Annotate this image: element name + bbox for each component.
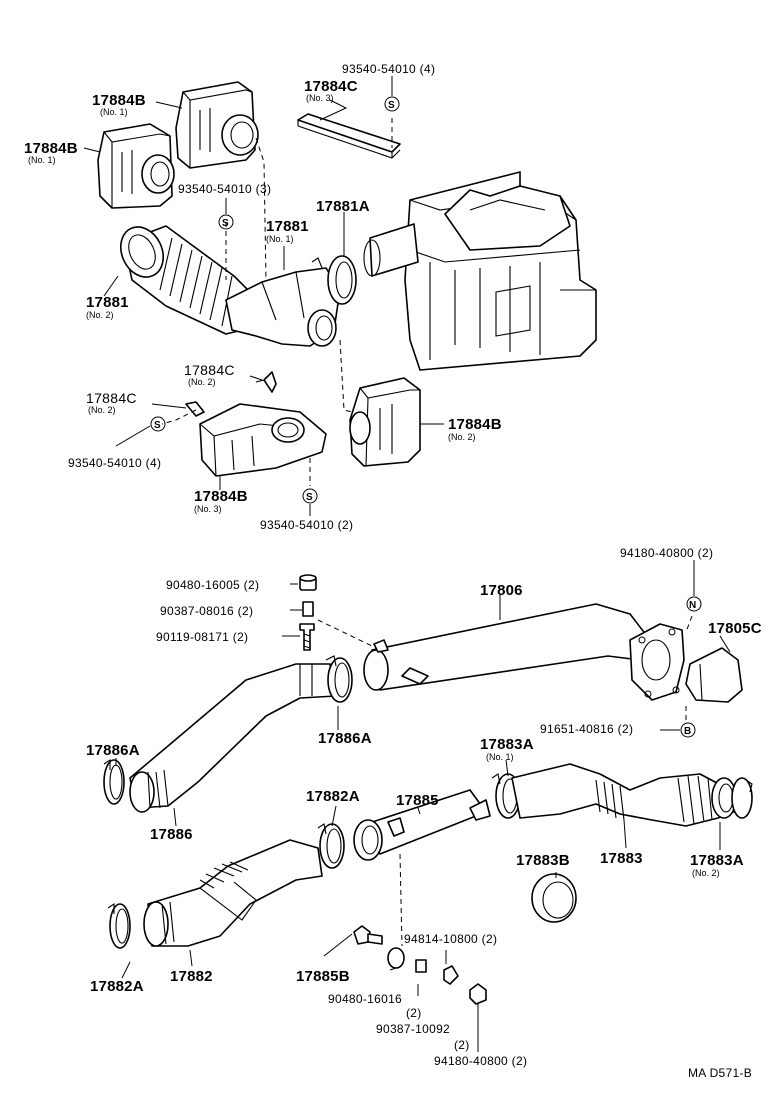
bracket-17884C-no2-lower	[185, 401, 205, 417]
clamp-17882A-bottom	[107, 902, 131, 949]
flange	[629, 623, 685, 701]
label-17881-no1: 17881	[266, 218, 309, 235]
label-17884B-no3-sub: (No. 3)	[194, 504, 222, 514]
label-17805C: 17805C	[708, 620, 762, 637]
strip-17884C-no3	[297, 113, 401, 159]
label-17882A-top: 17882A	[306, 788, 360, 805]
hardware-94814	[443, 965, 459, 985]
insulator-17884B-no1-left	[97, 123, 175, 209]
label-17883: 17883	[600, 850, 643, 867]
label-17806: 17806	[480, 582, 523, 599]
hardware-94180-bottom	[469, 983, 487, 1005]
label-17884B-no1-top: 17884B	[92, 92, 146, 109]
clamp-17882A-top	[317, 823, 345, 869]
hardware-90387-08016	[302, 601, 314, 617]
label-17883A-no1: 17883A	[480, 736, 534, 753]
air-cleaner	[363, 171, 597, 371]
screw-s-icon: S	[306, 492, 313, 503]
screw-s-icon: S	[222, 218, 229, 229]
clamp-17886A-mid	[325, 655, 353, 703]
label-93540-54010-4-left: 93540-54010 (4)	[68, 456, 162, 470]
label-17881-no1-sub: (No. 1)	[266, 234, 294, 244]
label-17884C-no2-b-sub: (No. 2)	[88, 405, 116, 415]
clamp-17886A-left	[103, 758, 125, 805]
clamp-17883A-no2	[731, 777, 753, 819]
label-90480-16016: 90480-16016	[328, 992, 403, 1006]
clamp-17881A	[311, 255, 357, 305]
label-17884C-no3: 17884C	[304, 78, 358, 95]
label-17884B-no2: 17884B	[448, 416, 502, 433]
label-17886A-left: 17886A	[86, 742, 140, 759]
hose-17882	[143, 839, 323, 947]
cap-17805C	[685, 647, 743, 703]
label-17885B: 17885B	[296, 968, 350, 985]
hardware-90387-10092	[415, 959, 427, 973]
label-17881A: 17881A	[316, 198, 370, 215]
label-17881-no2: 17881	[86, 294, 129, 311]
label-17884B-no1-left-sub: (No. 1)	[28, 155, 56, 165]
screw-s-icon: S	[154, 420, 161, 431]
label-93540-54010-4-top: 93540-54010 (4)	[342, 62, 436, 76]
symbol-group-bottom: N B	[680, 596, 702, 738]
label-17886A-mid: 17886A	[318, 730, 372, 747]
nut-n-icon: N	[689, 600, 696, 611]
insulator-17884B-no3	[199, 403, 327, 477]
label-17885: 17885	[396, 792, 439, 809]
hardware-90119-08171	[299, 623, 315, 651]
hardware-90480-16016	[387, 947, 405, 969]
label-91651-40816: 91651-40816 (2)	[540, 722, 634, 736]
label-90387-10092-qty: (2)	[454, 1038, 470, 1052]
hose-17883	[511, 763, 739, 827]
label-17884C-no2-a-sub: (No. 2)	[188, 377, 216, 387]
label-94180-40800-bottom: 94180-40800 (2)	[434, 1054, 528, 1068]
elbow-17881-no1	[225, 267, 341, 347]
pipe-17885	[353, 789, 491, 861]
label-90480-16016-qty: (2)	[406, 1006, 422, 1020]
label-90119-08171: 90119-08171 (2)	[156, 630, 249, 644]
bracket-17884C-no2-upper	[255, 371, 277, 393]
bolt-17885B	[353, 925, 383, 945]
label-17881-no2-sub: (No. 2)	[86, 310, 114, 320]
pipe-17806	[363, 603, 651, 691]
label-17884C-no3-sub: (No. 3)	[306, 93, 334, 103]
label-17884B-no2-sub: (No. 2)	[448, 432, 476, 442]
label-90387-10092: 90387-10092	[376, 1022, 451, 1036]
label-17882A-bottom: 17882A	[90, 978, 144, 995]
label-17886: 17886	[150, 826, 193, 843]
label-93540-54010-3: 93540-54010 (3)	[178, 182, 272, 196]
label-90480-16005: 90480-16005 (2)	[166, 578, 260, 592]
screw-symbol-group-top: S S S S	[150, 96, 400, 504]
label-94180-40800-top: 94180-40800 (2)	[620, 546, 714, 560]
screw-s-icon: S	[388, 100, 395, 111]
insulator-17884B-no1-top	[175, 81, 259, 169]
hardware-90480-16005	[299, 574, 317, 591]
insulator-17884B-no2	[349, 377, 421, 467]
label-17884C-no2-b: 17884C	[86, 390, 137, 406]
bolt-b-icon: B	[684, 726, 691, 737]
hose-17886	[129, 663, 337, 813]
label-17883A-no2: 17883A	[690, 852, 744, 869]
label-17884B-no1-top-sub: (No. 1)	[100, 107, 128, 117]
label-17884C-no2-a: 17884C	[184, 362, 235, 378]
ring-17883B	[531, 873, 577, 923]
label-17883A-no1-sub: (No. 1)	[486, 752, 514, 762]
label-17884B-no1-left: 17884B	[24, 140, 78, 157]
label-93540-54010-2: 93540-54010 (2)	[260, 518, 354, 532]
label-94814-10800: 94814-10800 (2)	[404, 932, 498, 946]
label-17884B-no3: 17884B	[194, 488, 248, 505]
label-90387-08016: 90387-08016 (2)	[160, 604, 254, 618]
label-17883A-no2-sub: (No. 2)	[692, 868, 720, 878]
label-17883B: 17883B	[516, 852, 570, 869]
diagram-ref-code: MA D571-B	[688, 1066, 753, 1080]
label-17882: 17882	[170, 968, 213, 985]
